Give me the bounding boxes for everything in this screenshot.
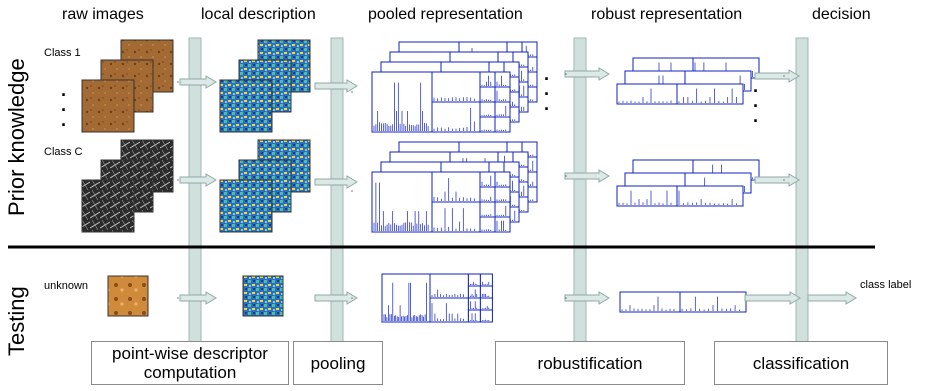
pooled-representation-classC bbox=[371, 141, 538, 233]
pooled-representation-class1 bbox=[371, 41, 538, 133]
arrow-right-icon bbox=[807, 291, 857, 305]
arrow-right-icon bbox=[564, 291, 610, 305]
dots-vertical-icon: ··· bbox=[61, 85, 67, 135]
robust-representation-class1 bbox=[616, 57, 760, 105]
arrow-right-icon bbox=[314, 291, 358, 305]
arrow-right-icon bbox=[564, 169, 610, 183]
histogram-plot bbox=[616, 83, 678, 105]
histogram-plot bbox=[494, 116, 511, 133]
histogram-plot bbox=[371, 171, 433, 233]
label-unknown: unknown bbox=[44, 280, 89, 292]
arrow-right-icon bbox=[744, 291, 801, 305]
local-maps-classC bbox=[219, 139, 311, 233]
label-class-1: Class 1 bbox=[44, 47, 81, 59]
side-label-testing: Testing bbox=[4, 286, 29, 356]
stage-box-classification: classification bbox=[714, 341, 888, 385]
histogram-plot bbox=[494, 216, 511, 233]
arrow-right-icon bbox=[179, 291, 217, 305]
histogram-plot bbox=[431, 201, 481, 233]
flow-arrows bbox=[179, 67, 857, 305]
histogram-plot bbox=[479, 101, 496, 118]
arrow-right-icon bbox=[179, 173, 217, 187]
header-decision: decision bbox=[812, 6, 871, 23]
header-raw-images: raw images bbox=[62, 6, 144, 23]
stage-descriptor-line2: computation bbox=[143, 363, 237, 382]
arrow-right-icon bbox=[564, 67, 610, 81]
stage-descriptor-line1: point-wise descriptor bbox=[112, 344, 268, 363]
arrow-right-icon bbox=[179, 75, 217, 89]
arrow-right-icon bbox=[314, 175, 358, 189]
arrow-right-icon bbox=[754, 69, 800, 83]
histogram-plot bbox=[479, 71, 496, 88]
header-pooled-representation: pooled representation bbox=[368, 6, 523, 23]
local-map-unknown bbox=[242, 275, 284, 317]
histogram-plot bbox=[494, 201, 511, 218]
robust-representation-unknown bbox=[619, 291, 747, 313]
raw-image-unknown bbox=[107, 275, 149, 317]
local-maps-class1 bbox=[219, 39, 311, 133]
label-class-label: class label bbox=[860, 279, 912, 291]
histogram-plot bbox=[676, 83, 744, 105]
histogram-plot bbox=[429, 273, 469, 299]
histogram-plot bbox=[619, 291, 681, 313]
histogram-plot bbox=[479, 309, 493, 323]
raw-images-class1 bbox=[81, 39, 174, 133]
histogram-plot bbox=[479, 116, 496, 133]
histogram-plot bbox=[679, 291, 747, 313]
raw-images-classC bbox=[81, 139, 174, 233]
robust-representation-classC bbox=[616, 159, 760, 207]
histogram-plot bbox=[479, 201, 496, 218]
stage-box-descriptor: point-wise descriptor computation bbox=[91, 341, 289, 385]
stage-box-pooling: pooling bbox=[293, 341, 383, 385]
stage-box-robustification: robustification bbox=[495, 341, 685, 385]
leader-dots bbox=[177, 73, 785, 299]
histogram-plot bbox=[676, 185, 744, 207]
histogram-plot bbox=[431, 71, 481, 103]
side-label-prior-knowledge: Prior knowledge bbox=[4, 58, 29, 216]
header-local-description: local description bbox=[201, 6, 316, 23]
dots-vertical-icon: ··· bbox=[753, 81, 759, 131]
pooled-representation-unknown bbox=[381, 273, 493, 323]
label-class-c: Class C bbox=[44, 146, 83, 158]
histogram-plot bbox=[381, 273, 431, 323]
histogram-plot bbox=[431, 101, 481, 133]
arrow-right-icon bbox=[314, 79, 358, 93]
arrow-right-icon bbox=[754, 173, 800, 187]
header-robust-representation: robust representation bbox=[591, 6, 743, 23]
dots-vertical-icon: ··· bbox=[544, 69, 550, 119]
